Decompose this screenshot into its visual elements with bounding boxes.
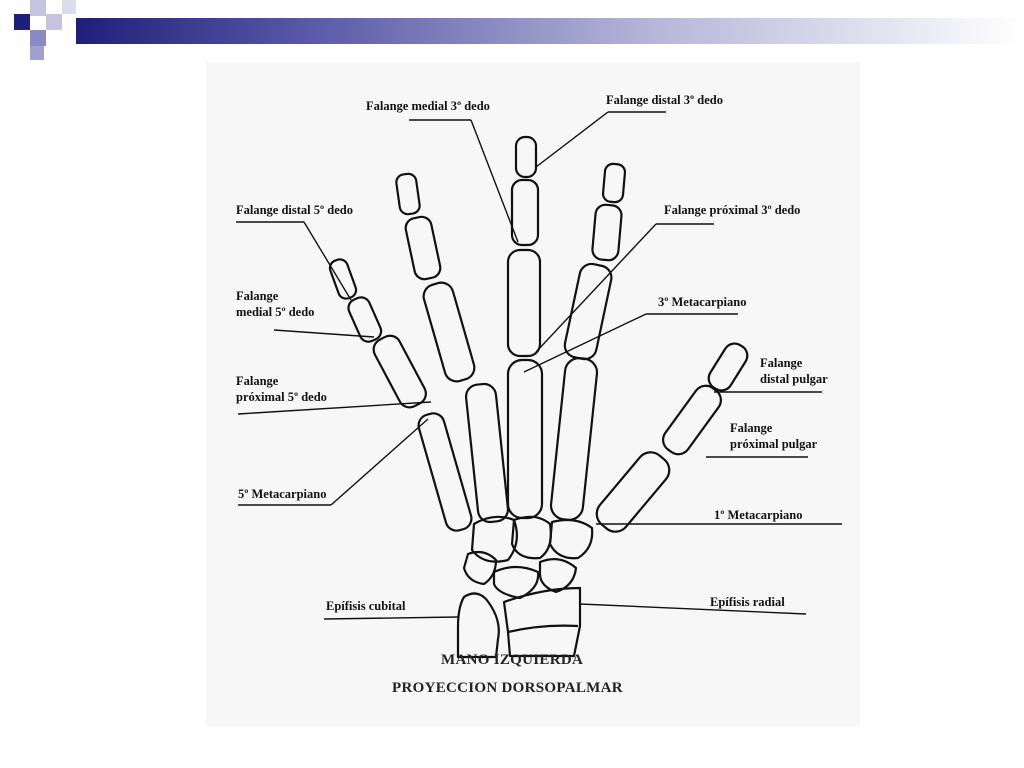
header-decoration: [0, 0, 1024, 62]
bone-proximal-3: [506, 248, 542, 358]
header-square-light: [62, 0, 76, 14]
hand-xray-diagram: Falange medial 3º dedo Falange distal 3º…: [206, 62, 860, 726]
bone-thumb-proximal: [661, 384, 723, 456]
bone-ulna-epiphysis: [456, 592, 500, 659]
label-metacarpiano-3: 3º Metacarpiano: [658, 295, 747, 309]
bone-medial-5: [347, 296, 383, 343]
bone-carpal-lunate: [492, 565, 540, 600]
bone-distal-2: [395, 172, 421, 216]
bone-distal-3: [514, 135, 538, 179]
label-line: Falange: [760, 356, 803, 370]
bone-metacarpal-5: [417, 412, 473, 532]
bone-radius-epiphysis: [502, 586, 582, 658]
label-line: próximal pulgar: [730, 437, 818, 451]
bone-metacarpal-4-left: [464, 382, 510, 524]
label-metacarpiano-5: 5º Metacarpiano: [238, 487, 327, 501]
label-line: próximal 5º dedo: [236, 390, 327, 404]
header-square-mid: [30, 30, 46, 46]
label-falange-proximal-pulgar: Falange próximal pulgar: [730, 420, 817, 452]
label-falange-medial-5: Falange medial 5º dedo: [236, 288, 314, 320]
bone-carpal-scaphoid: [538, 557, 578, 594]
label-epifisis-cubital: Epífisis cubital: [326, 599, 406, 613]
label-falange-distal-5: Falange distal 5º dedo: [236, 203, 353, 217]
leader-lines: [236, 111, 842, 620]
label-metacarpiano-1: 1º Metacarpiano: [714, 508, 803, 522]
header-square-light: [30, 0, 46, 16]
label-line: Falange: [236, 374, 279, 388]
label-line: Falange: [236, 289, 279, 303]
bone-proximal-5: [372, 334, 427, 409]
label-epifisis-radial: Epífisis radial: [710, 595, 785, 609]
bone-distal-5: [328, 258, 358, 300]
label-falange-proximal-3: Falange próximal 3º dedo: [664, 203, 801, 217]
radius-growth-line: [507, 624, 579, 634]
label-line: Falange: [730, 421, 773, 435]
bone-proximal-2: [422, 281, 476, 383]
hand-bones-illustration: [236, 111, 842, 659]
bone-metacarpal-3: [506, 358, 544, 520]
bone-carpal-pisiform: [462, 550, 498, 586]
bone-carpal-trapezoid: [548, 518, 594, 560]
caption-subtitle: PROYECCION DORSOPALMAR: [392, 680, 623, 696]
bone-carpal-capitate: [510, 515, 552, 560]
bone-metacarpal-1: [595, 451, 671, 533]
label-line: medial 5º dedo: [236, 305, 315, 319]
caption-title: MANO IZQUIERDA: [441, 652, 584, 668]
header-square-mid: [30, 46, 44, 60]
bone-carpal-hamate: [470, 515, 519, 563]
label-falange-distal-3: Falange distal 3º dedo: [606, 93, 723, 107]
header-gradient-bar: [76, 18, 1024, 44]
label-falange-proximal-5: Falange próximal 5º dedo: [236, 373, 327, 405]
label-falange-distal-pulgar: Falange distal pulgar: [760, 355, 828, 387]
bone-metacarpal-2: [549, 357, 599, 521]
label-falange-medial-3: Falange medial 3º dedo: [366, 99, 490, 113]
bone-medial-2: [404, 215, 442, 281]
header-square-light: [46, 14, 62, 30]
label-line: distal pulgar: [760, 372, 828, 386]
header-square-dark: [14, 14, 30, 30]
bone-medial-4: [591, 203, 623, 262]
bone-medial-3: [510, 178, 540, 247]
bone-distal-4: [601, 162, 627, 204]
